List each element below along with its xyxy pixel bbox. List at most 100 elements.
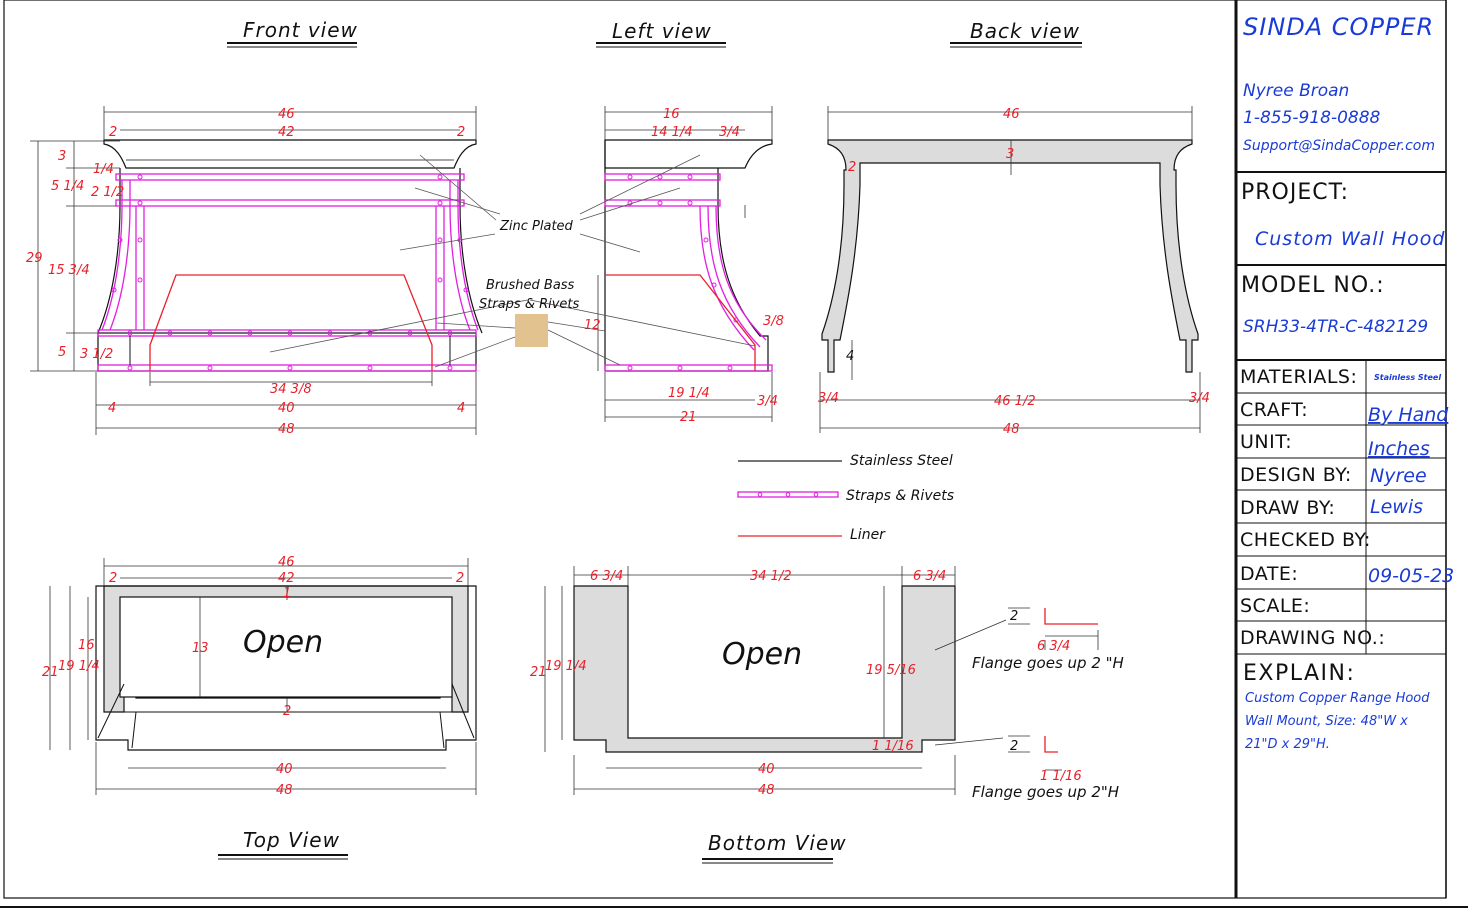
front-dim-46: 46 — [278, 107, 295, 122]
contact-email: Support@SindaCopper.com — [1243, 138, 1435, 154]
explain-line-3: 21"D x 29"H. — [1245, 737, 1330, 752]
front-dim-quarter: 1/4 — [93, 162, 114, 177]
model-value: SRH33-4TR-C-482129 — [1243, 317, 1428, 337]
bottom-view-drawing: 6 3/4 34 1/2 6 3/4 21 19 1/4 19 5/16 1 1… — [530, 566, 1007, 798]
scale-label: SCALE: — [1240, 595, 1310, 617]
zinc-plated-label: Zinc Plated — [499, 219, 574, 234]
back-dim-46: 46 — [1003, 107, 1020, 122]
top-open-label: Open — [243, 625, 323, 660]
bottom-dim-19-5-16: 19 5/16 — [866, 663, 916, 678]
front-dim-2-left: 2 — [109, 125, 117, 140]
legend: Stainless Steel Straps & Rivets Liner — [737, 453, 954, 543]
left-dim-14-1-4: 14 1/4 — [651, 125, 693, 140]
legend-liner-label: Liner — [850, 527, 886, 543]
front-view-drawing: 46 42 2 2 3 1/4 5 1/4 2 1/2 29 15 3/4 5 … — [26, 106, 483, 437]
bottom-dim-21: 21 — [530, 665, 547, 680]
checked-by-label: CHECKED BY: — [1240, 529, 1371, 551]
front-dim-34-3-8: 34 3/8 — [270, 382, 312, 397]
top-dim-2-left: 2 — [109, 571, 117, 586]
top-dim-46: 46 — [278, 555, 295, 570]
back-dim-48: 48 — [1003, 422, 1020, 437]
date-value: 09-05-23 — [1368, 565, 1454, 587]
title-block: SINDA COPPER Nyree Broan 1-855-918-0888 … — [1234, 0, 1454, 898]
front-dim-2-right: 2 — [457, 125, 465, 140]
contact-name: Nyree Broan — [1243, 81, 1349, 101]
materials-value: Stainless Steel — [1374, 373, 1441, 382]
explain-line-2: Wall Mount, Size: 48"W x — [1245, 714, 1408, 729]
left-view-drawing: 16 14 1/4 3/4 12 3/8 19 1/4 3/4 21 — [584, 106, 784, 425]
top-dim-19-1-4: 19 1/4 — [58, 659, 100, 674]
top-dim-1: 1 — [283, 586, 291, 601]
front-dim-3: 3 — [58, 149, 66, 164]
front-dim-29: 29 — [26, 251, 43, 266]
materials-label: MATERIALS: — [1240, 366, 1357, 388]
left-dim-19-1-4: 19 1/4 — [668, 386, 710, 401]
front-dim-48: 48 — [278, 422, 295, 437]
left-dim-16: 16 — [663, 107, 680, 122]
design-by-label: DESIGN BY: — [1240, 464, 1352, 486]
front-view-title: Front view — [243, 18, 358, 42]
legend-straps-label: Straps & Rivets — [846, 488, 954, 504]
explain-label: EXPLAIN: — [1243, 661, 1355, 686]
bottom-dim-40: 40 — [758, 762, 775, 777]
flange-1-dim-6-3-4: 6 3/4 — [1037, 639, 1070, 654]
craft-value: By Hand — [1368, 404, 1449, 426]
craft-label: CRAFT: — [1240, 399, 1308, 421]
back-view-title: Back view — [970, 19, 1080, 43]
explain-line-1: Custom Copper Range Hood — [1245, 691, 1430, 706]
model-label: MODEL NO.: — [1241, 273, 1385, 298]
unit-label: UNIT: — [1240, 431, 1292, 453]
straps-rivets-label: Straps & Rivets — [479, 297, 580, 312]
front-dim-4-right: 4 — [457, 401, 465, 416]
draw-by-label: DRAW BY: — [1240, 497, 1335, 519]
front-dim-2-1-2: 2 1/2 — [91, 185, 124, 200]
back-dim-2: 2 — [848, 160, 856, 175]
project-value: Custom Wall Hood — [1255, 228, 1445, 250]
legend-stainless-label: Stainless Steel — [850, 453, 953, 469]
left-dim-3-4-bottom: 3/4 — [757, 394, 778, 409]
unit-value: Inches — [1368, 438, 1430, 460]
bottom-dim-19-1-4: 19 1/4 — [545, 659, 587, 674]
top-view-title: Top View — [243, 828, 340, 852]
contact-phone: 1-855-918-0888 — [1243, 108, 1381, 128]
top-dim-2-right: 2 — [456, 571, 464, 586]
company-name: SINDA COPPER — [1243, 13, 1434, 41]
top-dim-13: 13 — [192, 641, 209, 656]
bottom-dim-1-1-16: 1 1/16 — [872, 739, 914, 754]
top-dim-21: 21 — [42, 665, 59, 680]
flange-1-dim-2: 2 — [1010, 609, 1018, 624]
design-by-value: Nyree — [1370, 465, 1427, 487]
top-dim-2-bottom: 2 — [283, 704, 291, 719]
legend-straps-swatch — [737, 491, 839, 498]
bottom-dim-6-3-4-left: 6 3/4 — [590, 569, 623, 584]
top-dim-40: 40 — [276, 762, 293, 777]
back-view-drawing: 46 3 2 4 3/4 46 1/2 3/4 48 — [818, 106, 1210, 437]
callouts: Zinc Plated Brushed Bass Straps & Rivets — [269, 154, 756, 368]
bottom-dim-6-3-4-right: 6 3/4 — [913, 569, 946, 584]
bottom-dim-48: 48 — [758, 783, 775, 798]
date-label: DATE: — [1240, 563, 1298, 585]
left-view-title: Left view — [612, 19, 712, 43]
view-titles: Front view Left view Back view Top View … — [218, 18, 1082, 864]
front-dim-5-1-4: 5 1/4 — [51, 179, 84, 194]
bottom-open-label: Open — [722, 637, 802, 672]
draw-by-value: Lewis — [1370, 496, 1423, 518]
flange-2-dim-2: 2 — [1010, 739, 1018, 754]
front-dim-3-1-2: 3 1/2 — [80, 347, 113, 362]
flange-2-note: Flange goes up 2"H — [972, 783, 1119, 801]
top-view-drawing: 46 42 2 2 1 13 2 16 21 19 1/4 40 48 Open — [42, 555, 477, 798]
drawing-no-label: DRAWING NO.: — [1240, 627, 1385, 649]
front-dim-15-3-4: 15 3/4 — [48, 263, 90, 278]
front-dim-5: 5 — [58, 345, 66, 360]
brushed-brass-label: Brushed Bass — [486, 278, 575, 293]
top-dim-48: 48 — [276, 783, 293, 798]
flange-2-dim-1-1-16: 1 1/16 — [1040, 769, 1082, 784]
flange-details: 2 6 3/4 2 1 1/16 Flange goes up 2 "H Fla… — [972, 607, 1124, 801]
top-dim-42: 42 — [278, 571, 295, 586]
left-dim-12: 12 — [584, 318, 601, 333]
front-dim-4-left: 4 — [108, 401, 116, 416]
back-dim-3-4-left: 3/4 — [818, 391, 839, 406]
back-dim-4: 4 — [846, 349, 854, 364]
left-dim-21: 21 — [680, 410, 697, 425]
left-dim-3-4-top: 3/4 — [719, 125, 740, 140]
